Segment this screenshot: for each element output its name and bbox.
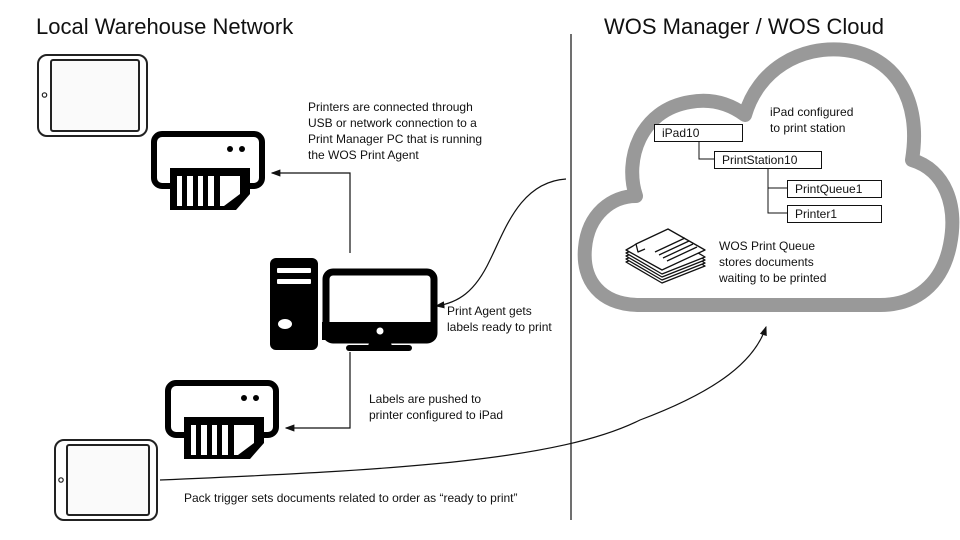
- note-print-agent: Print Agent gets labels ready to print: [447, 304, 552, 334]
- section-title-cloud: WOS Manager / WOS Cloud: [604, 14, 884, 39]
- note-labels-pushed: Labels are pushed to printer configured …: [369, 392, 504, 422]
- note-print-queue: WOS Print Queue stores documents waiting…: [719, 239, 827, 285]
- tablet-icon: [54, 439, 158, 521]
- note-ipad-configured: iPad configured to print station: [770, 105, 854, 135]
- label-printer-icon: [165, 380, 279, 459]
- document-stack-icon: [625, 228, 706, 284]
- note-pack-trigger: Pack trigger sets documents related to o…: [184, 491, 518, 505]
- label-printer-icon: [151, 131, 265, 210]
- tablet-icon: [37, 54, 148, 137]
- tree-line-station-children: [767, 167, 787, 214]
- desktop-computer-icon: [270, 258, 438, 351]
- connector-cloud-to-pc: [434, 178, 567, 309]
- node-printer1: Printer1: [787, 205, 882, 223]
- connector-pc-to-printer-bottom: [284, 352, 351, 432]
- connector-tablet-to-cloud: [159, 325, 767, 481]
- node-ipad10: iPad10: [654, 124, 743, 142]
- node-printqueue1: PrintQueue1: [787, 180, 882, 198]
- node-printstation10: PrintStation10: [714, 151, 822, 169]
- tree-line-ipad-station: [698, 142, 714, 160]
- note-printers-connected: Printers are connected through USB or ne…: [308, 100, 483, 162]
- section-title-local: Local Warehouse Network: [36, 14, 294, 39]
- connector-pc-to-printer-top: [270, 169, 351, 253]
